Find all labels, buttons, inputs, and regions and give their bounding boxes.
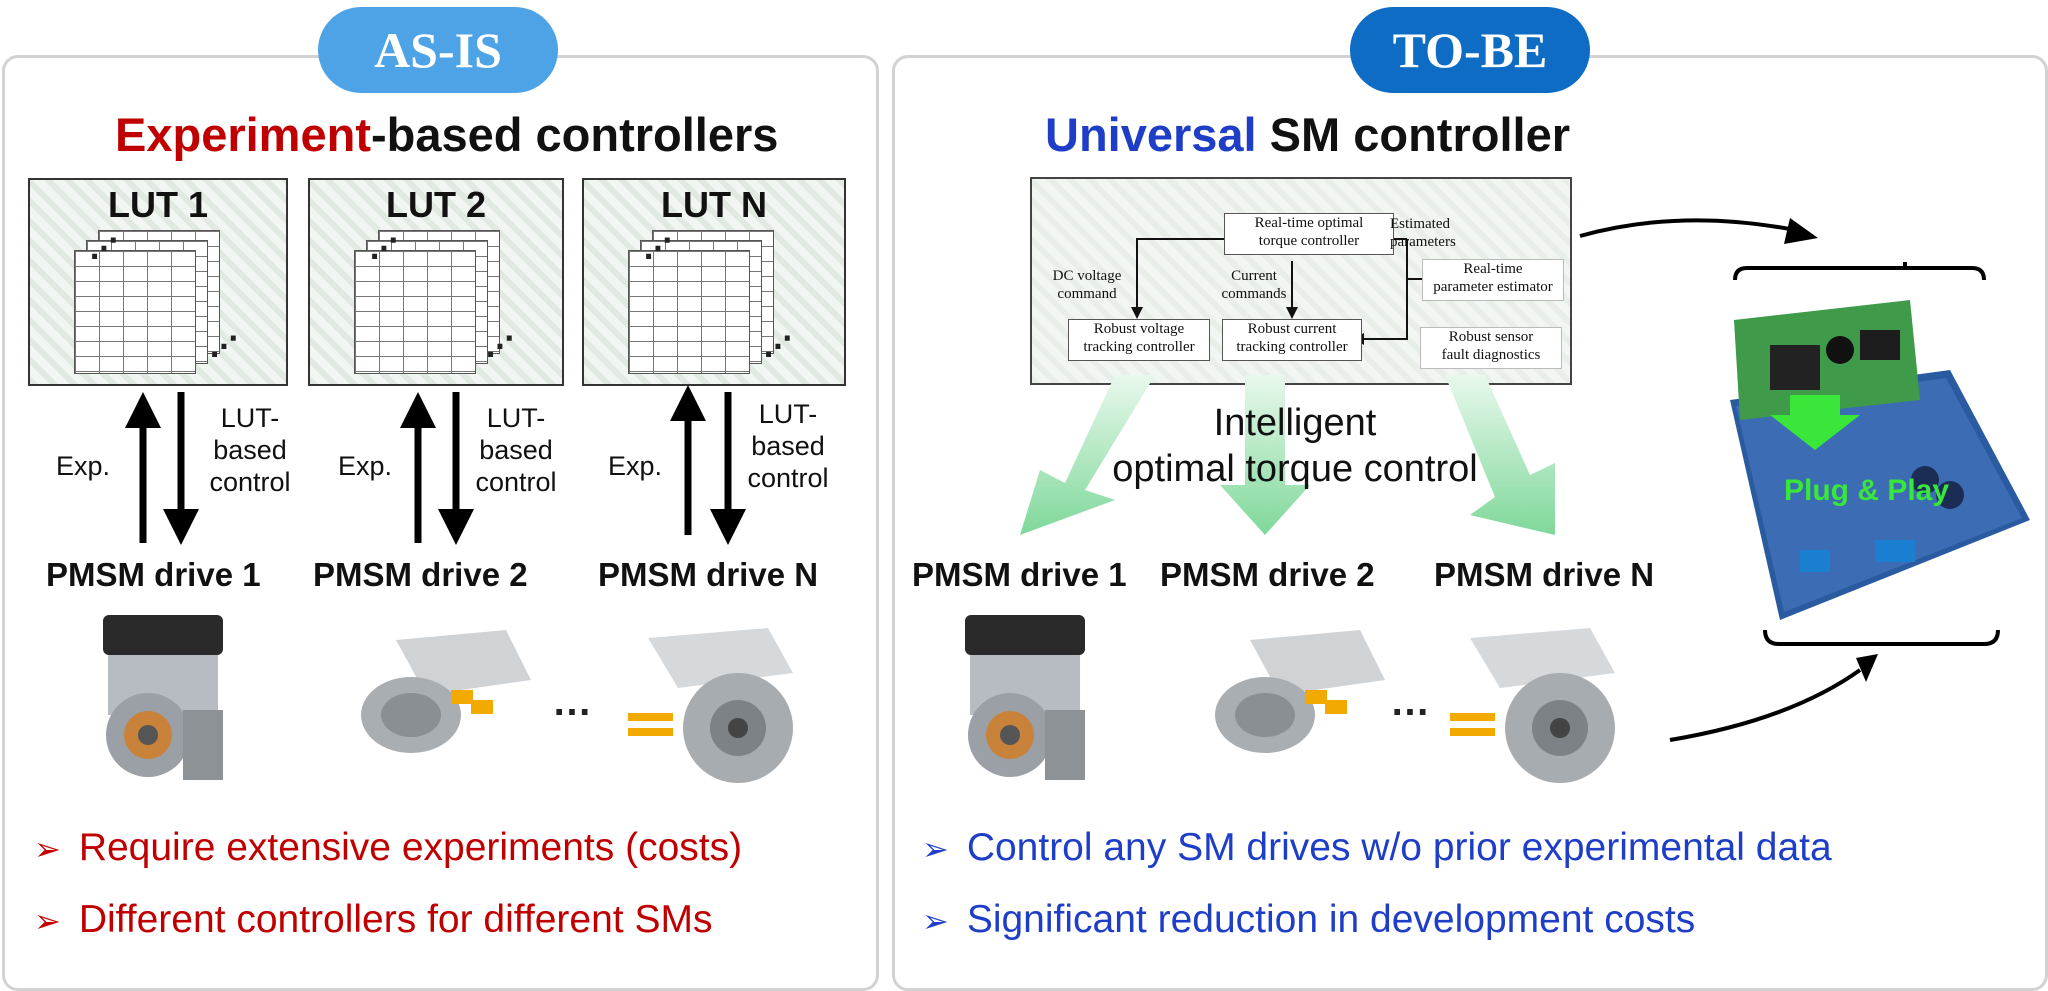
lut-title-n: LUT N (661, 184, 767, 225)
as-is-badge: AS-IS (318, 7, 558, 93)
to-be-drive-1: PMSM drive 1 (912, 556, 1127, 593)
as-is-arrows (125, 385, 746, 545)
controller-pcb-image (1730, 300, 2030, 620)
plug-play-connectors (1579, 218, 2000, 742)
as-is-drive-2: PMSM drive 2 (313, 556, 528, 593)
bullet-arrow-icon: ➢ (922, 831, 949, 867)
plug-and-play-label: Plug & Play (1784, 474, 1950, 507)
to-be-badge: TO-BE (1350, 7, 1590, 93)
exp-label-n: Exp. (608, 451, 663, 481)
to-be-title-accent: Universal (1045, 108, 1257, 161)
lut-box-n: ⋰ ⋰ LUT N (582, 178, 846, 386)
to-be-bullet-1: ➢Control any SM drives w/o prior experim… (922, 826, 1832, 869)
as-is-bullet-1: ➢Require extensive experiments (costs) (34, 826, 743, 869)
to-be-drive-2: PMSM drive 2 (1160, 556, 1375, 593)
as-is-bullet-2: ➢Different controllers for different SMs (34, 898, 713, 941)
as-is-drive-1: PMSM drive 1 (46, 556, 261, 593)
distribution-arrows (1020, 375, 1555, 535)
motor-image-1 (103, 615, 223, 780)
as-is-drive-n: PMSM drive N (598, 556, 819, 593)
to-be-ellipsis: … (1390, 680, 1430, 724)
as-is-title-rest: -based controllers (370, 108, 779, 161)
bullet-arrow-icon: ➢ (34, 831, 61, 867)
exp-label-2: Exp. (338, 451, 393, 481)
lut-title-2: LUT 2 (385, 184, 486, 225)
motor-image-2 (361, 630, 531, 753)
motor-image-n (1450, 628, 1615, 783)
lut-box-1: ⋰ ⋰ LUT 1 (28, 178, 288, 386)
bullet-arrow-icon: ➢ (922, 903, 949, 939)
as-is-ellipsis: … (552, 680, 592, 724)
lut-title-1: LUT 1 (107, 184, 208, 225)
to-be-title-rest: SM controller (1256, 108, 1570, 161)
to-be-bullet-2: ➢Significant reduction in development co… (922, 898, 1696, 941)
lut-box-2: ⋰ ⋰ LUT 2 (308, 178, 564, 386)
bullet-arrow-icon: ➢ (34, 903, 61, 939)
as-is-title-accent: Experiment (115, 108, 371, 161)
as-is-title: Experiment-based controllers (115, 107, 778, 162)
to-be-drive-n: PMSM drive N (1434, 556, 1655, 593)
motor-image-n (628, 628, 793, 783)
to-be-title: Universal SM controller (1045, 107, 1570, 162)
motor-image-2 (1215, 630, 1385, 753)
exp-label-1: Exp. (56, 451, 111, 481)
motor-image-1 (965, 615, 1085, 780)
